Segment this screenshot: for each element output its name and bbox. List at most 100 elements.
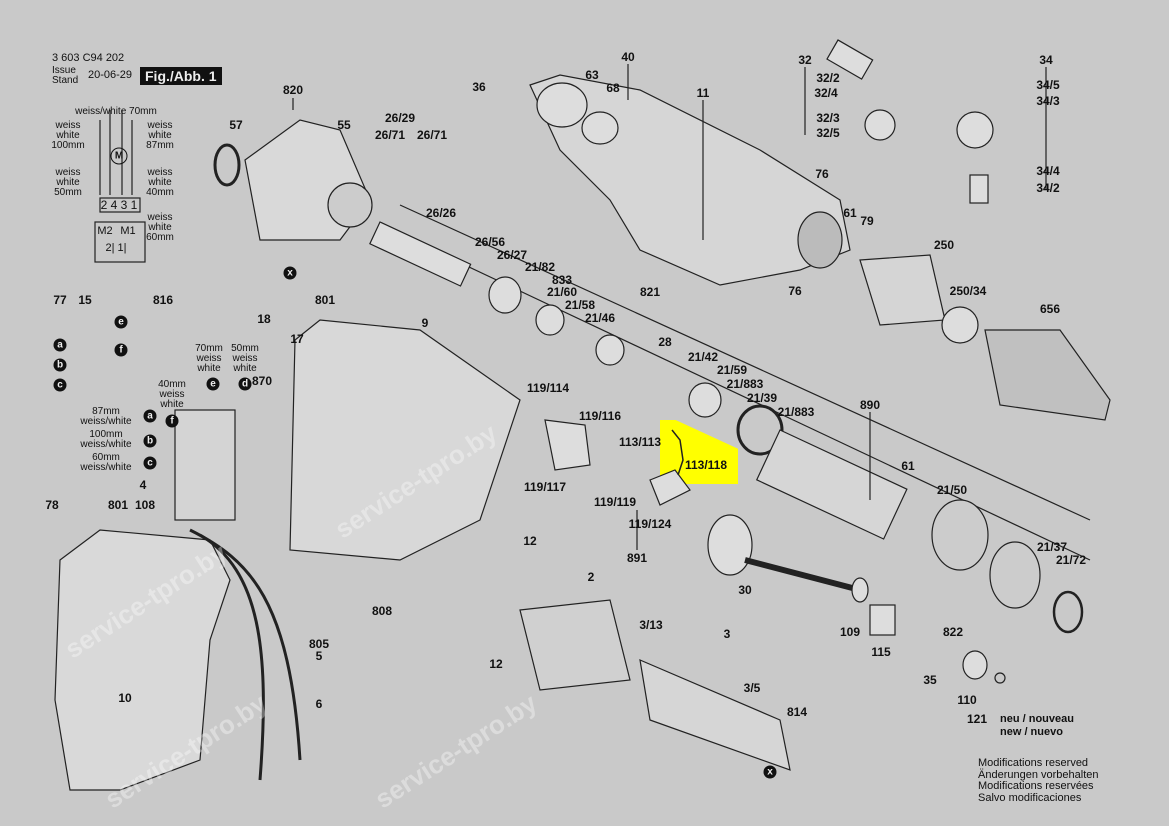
part-label: 250/34: [949, 284, 987, 298]
wire-marker-e: e: [206, 377, 220, 391]
part-label: 26/56: [474, 235, 506, 249]
note-line: Salvo modificaciones: [978, 791, 1082, 804]
part-label: 21/50: [936, 483, 968, 497]
part-55: [327, 182, 373, 228]
part-21-46: [595, 334, 625, 366]
brush-34-2: [969, 174, 989, 204]
wire-marker-f: f: [165, 414, 179, 428]
leader-lines: [292, 64, 1047, 550]
part-label: 110: [957, 693, 977, 707]
part-label: 21/59: [716, 363, 748, 377]
part-label: 34/4: [1036, 164, 1060, 178]
part-label: 21/46: [584, 311, 616, 325]
part-121: [994, 672, 1006, 684]
wire-marker-a: a: [143, 409, 157, 423]
part-label: 805: [308, 637, 330, 651]
wire-label-100mm: weiss white 100mm: [51, 120, 85, 151]
part-label: 76: [815, 167, 829, 181]
switch-wire-d: 50mm weiss white: [231, 343, 259, 374]
note-line: Modifications reservées: [978, 780, 1094, 792]
part-63: [536, 82, 588, 128]
part-label: 891: [626, 551, 648, 565]
shaft-30: [744, 557, 861, 593]
part-label: 6: [315, 697, 323, 711]
part-label: 113/118: [684, 458, 728, 472]
part-label: 30: [738, 583, 752, 597]
part-label: 15: [78, 293, 92, 307]
part-label: 32: [798, 53, 812, 67]
part-21-39: [736, 404, 784, 456]
part-label: 12: [523, 534, 537, 548]
part-label: 10: [118, 691, 132, 705]
part-label: 890: [859, 398, 881, 412]
part-115: [869, 604, 896, 636]
wire-marker-b: b: [53, 358, 67, 372]
issue-date: 20-06-29: [88, 69, 133, 81]
part-label: 250: [933, 238, 955, 252]
part-890: [755, 429, 908, 540]
part-label: 26/71: [416, 128, 448, 142]
stand-label: Stand: [52, 75, 79, 86]
wire-marker-b: b: [143, 434, 157, 448]
switch-wire-a: 87mm weiss/white: [80, 406, 132, 427]
part-label: 119/124: [628, 517, 672, 531]
brush-holder-32: [826, 39, 874, 80]
part-label: 63: [585, 68, 599, 82]
terminal-m2: M2: [97, 225, 113, 237]
part-label: 68: [606, 81, 620, 95]
note-line: Modifications reserved: [978, 757, 1089, 769]
part-label: 26/29: [384, 111, 416, 125]
part-label: 32/2: [816, 71, 840, 85]
part-label: 40: [621, 50, 635, 64]
wire-label-70mm: weiss/white 70mm: [75, 106, 157, 117]
part-21-50: [931, 499, 989, 571]
part-label: 36: [472, 80, 486, 94]
part-label: 61: [901, 459, 915, 473]
part-label: 34: [1039, 53, 1053, 67]
cable-6: [199, 533, 265, 781]
part-label: 34/5: [1036, 78, 1060, 92]
part-34-3: [956, 111, 994, 149]
part-label: 34/3: [1036, 94, 1060, 108]
part-label: 121: [966, 712, 988, 726]
part-26-27: [488, 276, 522, 314]
part-label: 21/72: [1055, 553, 1087, 567]
part-label: 816: [152, 293, 174, 307]
part-21-42: [688, 382, 722, 418]
spring-113-118: [671, 429, 684, 476]
part-label: 656: [1039, 302, 1061, 316]
part-label: 32/5: [816, 126, 840, 140]
chuck-250: [859, 254, 946, 326]
part-label: 3: [723, 627, 731, 641]
gear-30: [707, 514, 753, 576]
switch-870: [174, 409, 236, 521]
part-68: [581, 111, 619, 145]
part-250-34: [941, 306, 979, 344]
part-label: 21/883: [777, 405, 815, 419]
new-part-note: neu / nouveau new / nuevo: [1000, 713, 1074, 738]
part-label: 11: [696, 86, 710, 100]
wire-label-87mm: weiss white 87mm: [146, 120, 174, 151]
part-label: 21/58: [564, 298, 596, 312]
part-32-3: [864, 109, 896, 141]
part-label: 833: [551, 273, 573, 287]
part-label: 12: [489, 657, 503, 671]
part-label: 26/26: [425, 206, 457, 220]
part-label: 32/4: [814, 86, 838, 100]
part-119-119: [649, 469, 691, 506]
part-label: 57: [229, 118, 243, 132]
part-label: 78: [45, 498, 59, 512]
part-label: 822: [942, 625, 964, 639]
part-26-26: [369, 221, 472, 287]
modifications-note: Modifications reserved Änderungen vorbeh…: [978, 757, 1098, 804]
part-label: 18: [257, 312, 271, 326]
part-label: 34/2: [1036, 181, 1060, 195]
part-label: 2: [587, 570, 595, 584]
part-label: 79: [860, 214, 874, 228]
terminal-numbers: 2 4 3 1: [100, 198, 138, 212]
wire-marker-x: x: [283, 266, 297, 280]
part-label: 113/113: [618, 435, 662, 449]
part-label: 76: [788, 284, 802, 298]
figure-title: Fig./Abb. 1: [140, 67, 222, 85]
